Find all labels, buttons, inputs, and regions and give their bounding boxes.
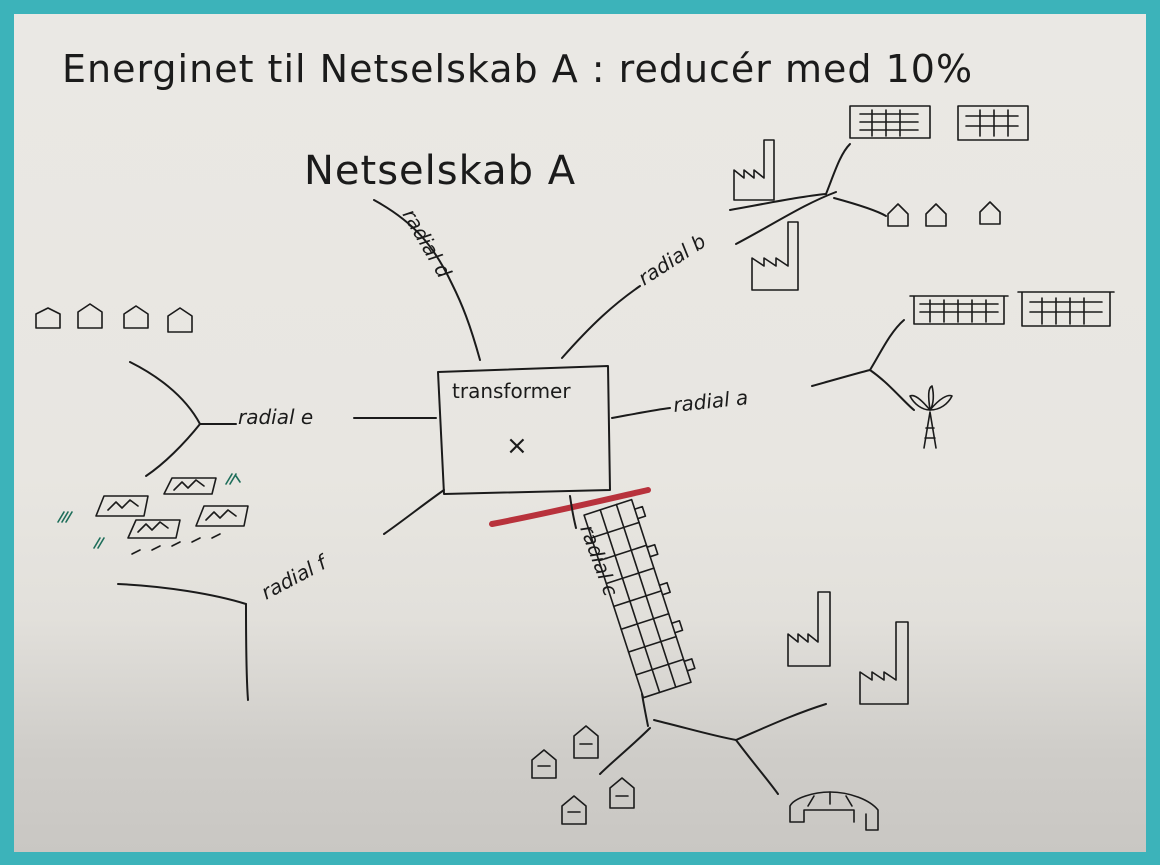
house-icon	[561, 795, 587, 825]
farm-icon	[57, 473, 241, 549]
wind-turbine-icon	[909, 385, 953, 449]
transformer-label: transformer	[452, 379, 571, 403]
house-icon	[167, 307, 193, 333]
radial-e-label: radial e	[238, 405, 313, 429]
radial-f-branch: radial f	[117, 489, 445, 701]
house-icon	[979, 201, 1001, 225]
house-icon	[573, 725, 599, 759]
house-icon	[609, 777, 635, 809]
factory-icon	[787, 591, 831, 667]
house-icon	[531, 749, 557, 779]
radial-d-label: radial d	[398, 205, 457, 283]
factory-icon	[859, 621, 909, 705]
diagram-title: Energinet til Netselskab A : reducér med…	[62, 47, 973, 91]
house-icon	[925, 203, 947, 227]
radial-d-branch: radial d	[373, 199, 481, 361]
radial-e-branch: radial e	[129, 361, 437, 477]
office-building-icon	[1017, 291, 1115, 327]
apartment-block-icon	[583, 498, 696, 699]
office-building-icon	[909, 295, 1009, 325]
paper-sheet: Energinet til Netselskab A : reducér med…	[14, 14, 1146, 852]
radial-f-label: radial f	[257, 549, 333, 604]
factory-icon	[751, 221, 799, 291]
hand-drawn-diagram: Energinet til Netselskab A : reducér med…	[35, 47, 1115, 831]
radial-a-label: radial a	[672, 385, 749, 417]
transformer-box: transformer ×	[437, 365, 611, 495]
radial-a-branch: radial a	[611, 319, 915, 419]
factory-icon	[733, 139, 775, 201]
radial-b-label: radial b	[634, 229, 710, 290]
office-building-icon	[849, 105, 931, 139]
office-building-icon	[957, 105, 1029, 141]
transformer-x-mark: ×	[506, 431, 528, 461]
cut-marker-line	[489, 487, 651, 527]
farm-icon	[789, 791, 879, 831]
radial-b-branch: radial b	[561, 143, 887, 359]
house-icon	[35, 307, 61, 329]
greenhouse-icon	[95, 477, 249, 555]
network-name: Netselskab A	[304, 148, 576, 194]
house-icon	[123, 305, 149, 329]
house-icon	[887, 203, 909, 227]
house-icon	[77, 303, 103, 329]
